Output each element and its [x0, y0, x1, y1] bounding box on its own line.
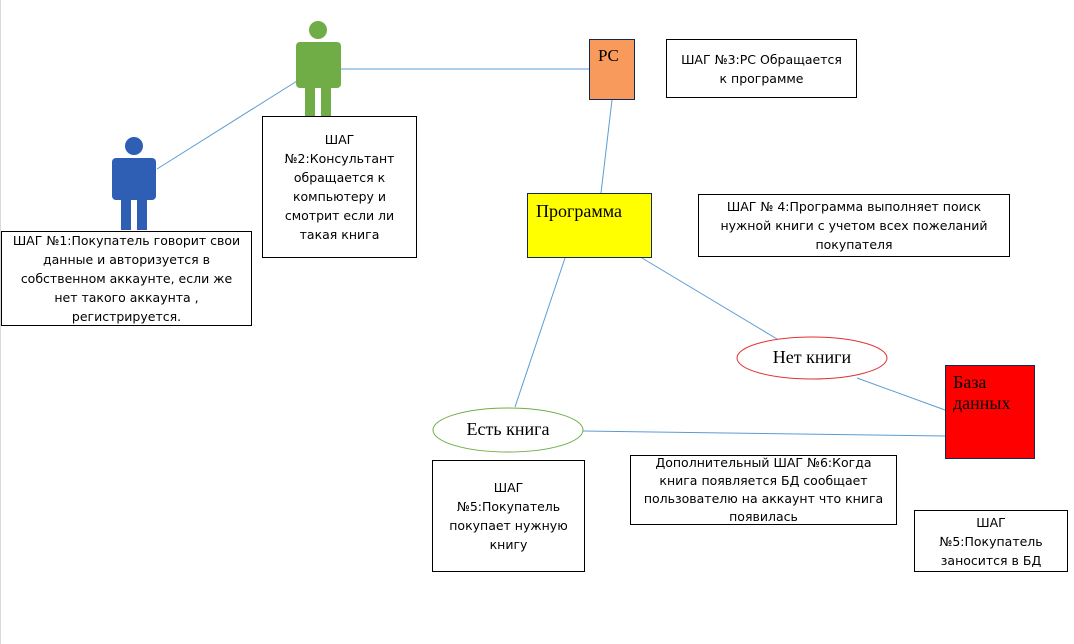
connector-program-no-book — [641, 257, 778, 340]
step5-buy-box: ШАГ №5:Покупатель покупает нужную книгу — [432, 460, 585, 572]
database-label: База данных — [953, 372, 1011, 413]
no-book-ellipse — [736, 336, 888, 380]
connector-customer-consultant — [156, 80, 298, 170]
pc-label: PC — [598, 46, 619, 65]
database-node: База данных — [945, 365, 1035, 459]
pc-node: PC — [589, 39, 635, 100]
step5-db-box: ШАГ №5:Покупатель заносится в БД — [914, 510, 1068, 572]
connector-has-book-database — [582, 430, 946, 437]
page-edge — [0, 0, 1, 644]
consultant-person-icon — [296, 21, 341, 117]
step6-extra-box: Дополнительный ШАГ №6:Когда книга появля… — [630, 455, 897, 525]
program-label: Программа — [536, 201, 623, 221]
connector-program-has-book — [514, 257, 566, 408]
step3-box: ШАГ №3:PC Обращается к программе — [666, 39, 857, 98]
step4-box: ШАГ № 4:Программа выполняет поиск нужной… — [698, 194, 1010, 257]
program-node: Программа — [527, 193, 652, 258]
customer-person-icon — [112, 137, 156, 230]
has-book-label: Есть книга — [466, 419, 550, 439]
has-book-ellipse — [432, 407, 584, 453]
step2-box: ШАГ №2:Консультант обращается к компьюте… — [262, 116, 417, 258]
no-book-label: Нет книги — [772, 347, 852, 367]
connector-no-book-database — [856, 377, 946, 411]
connector-pc-program — [600, 99, 613, 194]
step1-box: ШАГ №1:Покупатель говорит свои данные и … — [1, 231, 252, 326]
